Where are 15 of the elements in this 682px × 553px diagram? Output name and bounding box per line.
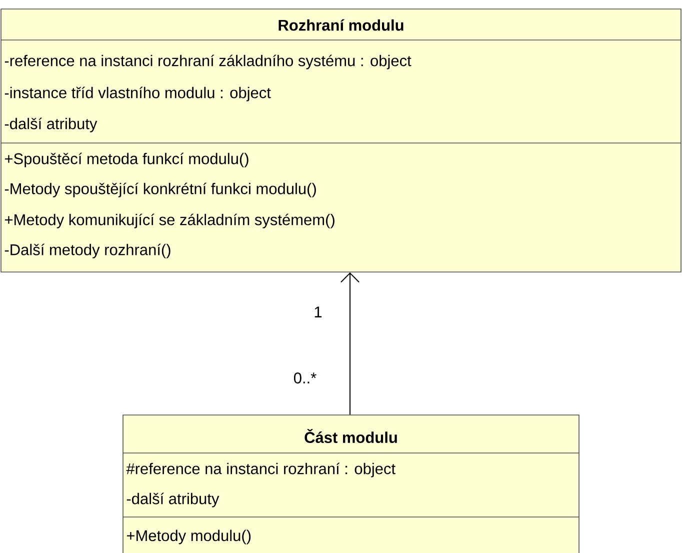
attribute: -reference na instanci rozhraní základního systému : object — [4, 54, 412, 70]
class-name: Část modulu — [304, 428, 397, 444]
arrow — [340, 272, 360, 416]
attribute: #reference na instanci rozhraní : object — [126, 462, 396, 478]
method: -Metody spouštějící konkrétní funkci modulu() — [4, 182, 316, 198]
class-name: Rozhraní modulu — [278, 19, 404, 31]
method: -Další metody rozhraní() — [4, 244, 170, 258]
method: +Spouštěcí metoda funkcí modulu() — [4, 152, 248, 168]
method: +Metody komunikující se základním systémem() — [4, 214, 334, 228]
multiplicity-label: 0..* — [294, 372, 316, 384]
multiplicity-label: 1 — [314, 306, 322, 318]
attribute: -další atributy — [126, 492, 220, 508]
attribute: -další atributy — [4, 118, 98, 132]
method: +Metody modulu() — [126, 530, 251, 544]
attribute: -instance tříd vlastního modulu : object — [4, 86, 271, 102]
